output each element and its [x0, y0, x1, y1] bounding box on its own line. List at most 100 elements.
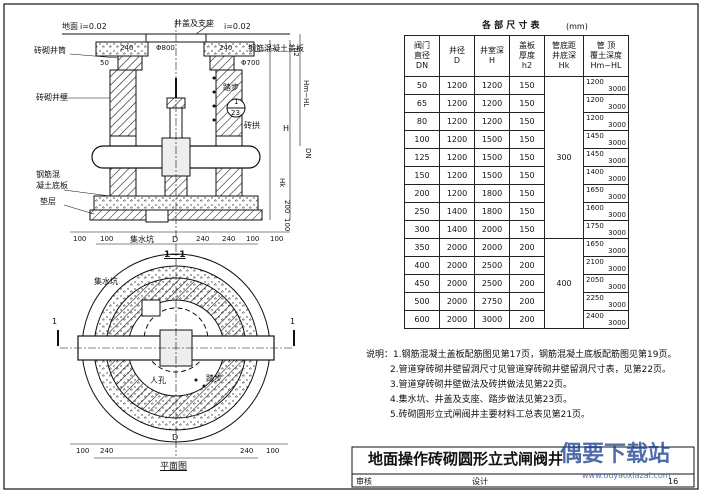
- label-step: 踏步: [223, 83, 239, 92]
- label-ref-page: 23: [231, 109, 240, 117]
- cell-d: 1200: [439, 130, 475, 149]
- cell-cover-range: 1600 3000: [583, 202, 629, 221]
- cell-dn: 250: [404, 202, 440, 221]
- cell-h2: 200: [509, 238, 545, 257]
- cover-max: 3000: [608, 318, 626, 327]
- cell-dn: 65: [404, 94, 440, 113]
- label-plan-dim-4: 100: [266, 447, 280, 455]
- cell-dn: 100: [404, 130, 440, 149]
- cell-dn: 500: [404, 292, 440, 311]
- section-mark-left: 1: [52, 317, 58, 326]
- label-step-plan: 踏步: [206, 374, 222, 383]
- cell-h2: 150: [509, 220, 545, 239]
- title-block-frame: [351, 446, 695, 488]
- cover-max: 3000: [608, 192, 626, 201]
- header-h2: 盖板 厚度 h2: [509, 35, 545, 77]
- cover-max: 3000: [608, 210, 626, 219]
- cover-max: 3000: [608, 102, 626, 111]
- notes: 说明：1.钢筋混凝土盖板配筋图见第17页，钢筋混凝土底板配筋图见第19页。 2.…: [366, 348, 677, 423]
- note-3: 3.管道穿砖砌井壁做法及砖拱做法见第22页。: [390, 380, 573, 390]
- cell-h2: 150: [509, 94, 545, 113]
- cell-h: 2750: [474, 292, 510, 311]
- cell-d: 1200: [439, 148, 475, 167]
- label-phi800: Φ800: [156, 44, 175, 52]
- label-dim-h: H: [283, 124, 290, 133]
- cover-min: 1750: [586, 221, 604, 230]
- cell-d: 1200: [439, 166, 475, 185]
- label-phi700: Φ700: [241, 59, 260, 67]
- label-bottom-dim-1: 100: [73, 235, 87, 243]
- label-cover-support: 井盖及支座: [174, 19, 214, 28]
- label-bottom-dim-3: 240: [196, 235, 210, 243]
- cell-h: 2000: [474, 220, 510, 239]
- label-dim-240-left: 240: [120, 44, 134, 52]
- label-brick-arch: 砖拱: [244, 121, 260, 130]
- label-dim-240-right: 240: [219, 44, 233, 52]
- header-hk: 管底距 井底深 Hk: [544, 35, 584, 77]
- cell-h: 1200: [474, 112, 510, 131]
- cell-h: 1500: [474, 166, 510, 185]
- cell-h: 1200: [474, 76, 510, 95]
- cell-d: 2000: [439, 274, 475, 293]
- table-unit: (mm): [566, 22, 588, 31]
- label-dim-dn: DN: [304, 148, 312, 159]
- label-bottom-dim-4: 240: [222, 235, 236, 243]
- label-ground: 地面: [62, 22, 78, 31]
- cell-h: 1500: [474, 130, 510, 149]
- cover-max: 3000: [608, 120, 626, 129]
- cover-max: 3000: [608, 300, 626, 309]
- label-plan-dim-3: 240: [240, 447, 254, 455]
- note-5: 5.砖砌圆形立式闸阀井主要材料工总表见第21页。: [390, 410, 591, 420]
- cover-max: 3000: [608, 156, 626, 165]
- cell-h2: 150: [509, 76, 545, 95]
- cell-d: 1400: [439, 202, 475, 221]
- cell-dn: 125: [404, 148, 440, 167]
- cover-max: 3000: [608, 282, 626, 291]
- cell-hk: 300: [544, 76, 584, 239]
- title-block-review: 审核: [356, 477, 372, 486]
- cell-dn: 450: [404, 274, 440, 293]
- cover-min: 2050: [586, 275, 604, 284]
- cell-h2: 200: [509, 256, 545, 275]
- table-title: 各 部 尺 寸 表: [482, 21, 540, 31]
- cell-d: 1400: [439, 220, 475, 239]
- cover-min: 2100: [586, 257, 604, 266]
- cover-min: 1400: [586, 167, 604, 176]
- cover-max: 3000: [608, 228, 626, 237]
- cell-cover-range: 2250 3000: [583, 292, 629, 311]
- cell-dn: 150: [404, 166, 440, 185]
- label-rc-cover-plate: 钢筋混凝土盖板: [248, 44, 304, 53]
- label-sump-plan: 集水坑: [94, 277, 118, 286]
- cell-h: 1800: [474, 202, 510, 221]
- cover-min: 1600: [586, 203, 604, 212]
- cell-h: 2500: [474, 274, 510, 293]
- note-1: 说明：1.钢筋混凝土盖板配筋图见第17页，钢筋混凝土底板配筋图见第19页。: [366, 350, 677, 360]
- label-bottom-dim-2: 100: [100, 235, 114, 243]
- cell-h2: 200: [509, 274, 545, 293]
- cover-min: 1450: [586, 131, 604, 140]
- cover-min: 1200: [586, 77, 604, 86]
- header-cover: 管 顶 覆土深度 Hm~HL: [583, 35, 629, 77]
- cell-d: 1200: [439, 112, 475, 131]
- cover-min: 2250: [586, 293, 604, 302]
- section-title: 1—1: [164, 250, 186, 260]
- cell-d: 1200: [439, 94, 475, 113]
- watermark-logo: 偶要下载站: [560, 442, 671, 467]
- label-bottom-dim-5: 100: [246, 235, 260, 243]
- watermark-url: www.ouyaoxiazai.com: [582, 471, 671, 480]
- cell-d: 1200: [439, 184, 475, 203]
- cover-min: 1450: [586, 149, 604, 158]
